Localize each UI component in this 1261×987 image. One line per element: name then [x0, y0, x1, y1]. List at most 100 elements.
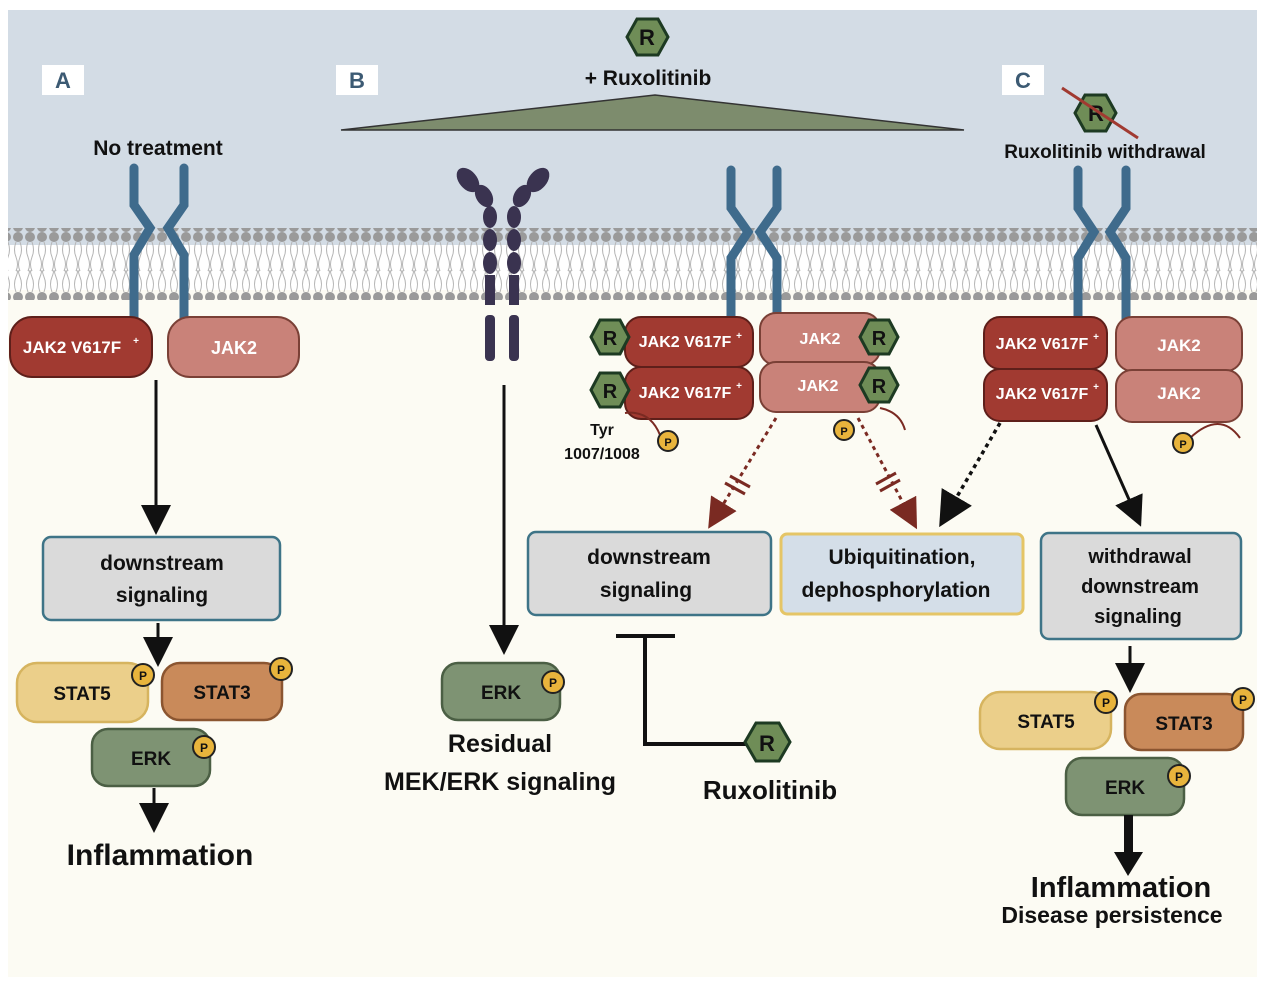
jak2-a: JAK2 [167, 316, 300, 378]
text-label: + [736, 381, 742, 392]
text-label: dephosphorylation [802, 579, 991, 602]
jak2-tail-c [1189, 423, 1241, 439]
text-label: P [139, 669, 147, 683]
phospho-stat5-c: P [1094, 690, 1118, 714]
text-label: C [1015, 68, 1031, 93]
text-label: JAK2 V617F [996, 336, 1089, 353]
text-label: + [1093, 332, 1099, 343]
inhibited-arrow-left [708, 417, 778, 529]
text-label: signaling [600, 579, 692, 602]
outcome-a: Inflammation [67, 839, 254, 872]
block-mark-left-1 [724, 481, 746, 496]
inhibition-line [616, 634, 748, 746]
text-label: ERK [1105, 778, 1145, 799]
text-label: R [639, 25, 655, 50]
inhibited-arrow-right [856, 417, 918, 530]
stat5-c: STAT5 [978, 690, 1113, 751]
text-label: downstream [1081, 576, 1199, 598]
erk-c: ERK [1064, 756, 1186, 817]
text-label: JAK2 V617F [996, 386, 1089, 403]
phospho-jak2-c: P [1172, 432, 1194, 454]
text-label: JAK2 V617F [639, 385, 732, 402]
block-mark-right-1 [875, 471, 897, 486]
text-label: P [1179, 439, 1186, 451]
receptor-a [129, 163, 189, 325]
text-label: R [872, 328, 887, 350]
text-label: ERK [481, 683, 521, 704]
jak2-mutant-b-2: JAK2 V617F + [624, 366, 754, 420]
text-label: R [603, 381, 618, 403]
text-label: signaling [116, 584, 208, 607]
block-mark-right-2 [879, 478, 901, 493]
text-label: P [1175, 770, 1183, 784]
panel-a-title: No treatment [93, 137, 223, 160]
jak2-mutant-a: JAK2 V617F + [9, 316, 153, 378]
jak2-tail-b-right [879, 407, 906, 431]
panel-a-label: A [42, 65, 84, 95]
receptor-b [726, 165, 782, 325]
erk-b: ERK [440, 661, 562, 722]
text-label: + [736, 331, 742, 342]
text-label: signaling [1094, 606, 1182, 628]
jak2-mutant-c-2: JAK2 V617F + [983, 368, 1108, 422]
phospho-stat3-a: P [269, 657, 293, 681]
ruxolitinib-bound-1: R [589, 318, 631, 356]
text-label: P [200, 741, 208, 755]
receptor-c [1073, 165, 1131, 325]
erk-a: ERK [90, 727, 212, 788]
phospho-stat3-c: P [1231, 687, 1255, 711]
text-label: STAT5 [1017, 712, 1075, 733]
text-label: JAK2 [211, 338, 257, 358]
text-label: JAK2 [800, 331, 841, 348]
text-label: STAT5 [53, 684, 111, 705]
text-label: downstream [587, 546, 711, 569]
text-label: JAK2 [798, 378, 839, 395]
jak2-mutant-c-1: JAK2 V617F + [983, 316, 1108, 370]
text-label: R [603, 328, 618, 350]
text-label: R [872, 376, 887, 398]
outcome-c-1: Inflammation [1031, 872, 1211, 904]
panel-b-label: B [336, 65, 378, 95]
text-label: + [1093, 382, 1099, 393]
panel-c-title: Ruxolitinib withdrawal [1004, 142, 1206, 163]
cell-membrane [8, 228, 1257, 300]
stat3-c: STAT3 [1123, 692, 1245, 752]
ruxolitinib-inhibitor-icon: R [743, 721, 792, 763]
text-label: R [759, 731, 775, 756]
ruxolitinib-bound-2: R [589, 371, 631, 409]
tyr-label-2: 1007/1008 [564, 446, 640, 463]
downstream-signaling-a: downstream signaling [41, 535, 282, 622]
downstream-signaling-b: downstream signaling [526, 530, 773, 617]
residual-label-2: MEK/ERK signaling [384, 768, 616, 796]
phospho-jak2-b: P [833, 419, 855, 441]
ruxolitinib-bound-4: R [858, 366, 900, 404]
ruxolitinib-drug-icon: R [625, 17, 670, 57]
phospho-tyr-b: P [657, 430, 679, 452]
dotted-arrow-c [939, 422, 1002, 528]
panel-c-label: C [1002, 65, 1044, 95]
text-label: JAK2 [1157, 384, 1200, 403]
inhibitor-label: Ruxolitinib [703, 775, 837, 805]
jak2-c-2: JAK2 [1115, 369, 1243, 423]
arrow-c-1 [1094, 424, 1143, 527]
stat5-a: STAT5 [15, 661, 150, 724]
phospho-stat5-a: P [131, 663, 155, 687]
panel-b-title: + Ruxolitinib [585, 67, 712, 90]
text-label: ERK [131, 749, 171, 770]
phospho-erk-a: P [192, 735, 216, 759]
jak2-b-2: JAK2 [759, 361, 881, 413]
phospho-erk-c: P [1167, 764, 1191, 788]
text-label: JAK2 [1157, 336, 1200, 355]
text-label: downstream [100, 552, 224, 575]
jak2-c-1: JAK2 [1115, 316, 1243, 372]
outcome-c-2: Disease persistence [1001, 902, 1222, 928]
phospho-erk-b: P [541, 670, 565, 694]
thick-arrow-c [1114, 815, 1143, 876]
dimer-receptor [456, 167, 550, 361]
text-label: withdrawal [1087, 546, 1191, 568]
text-label: Ubiquitination, [829, 546, 976, 569]
residual-label-1: Residual [448, 730, 552, 758]
withdrawal-signaling-c: withdrawal downstream signaling [1039, 531, 1243, 641]
text-label: P [549, 676, 557, 690]
